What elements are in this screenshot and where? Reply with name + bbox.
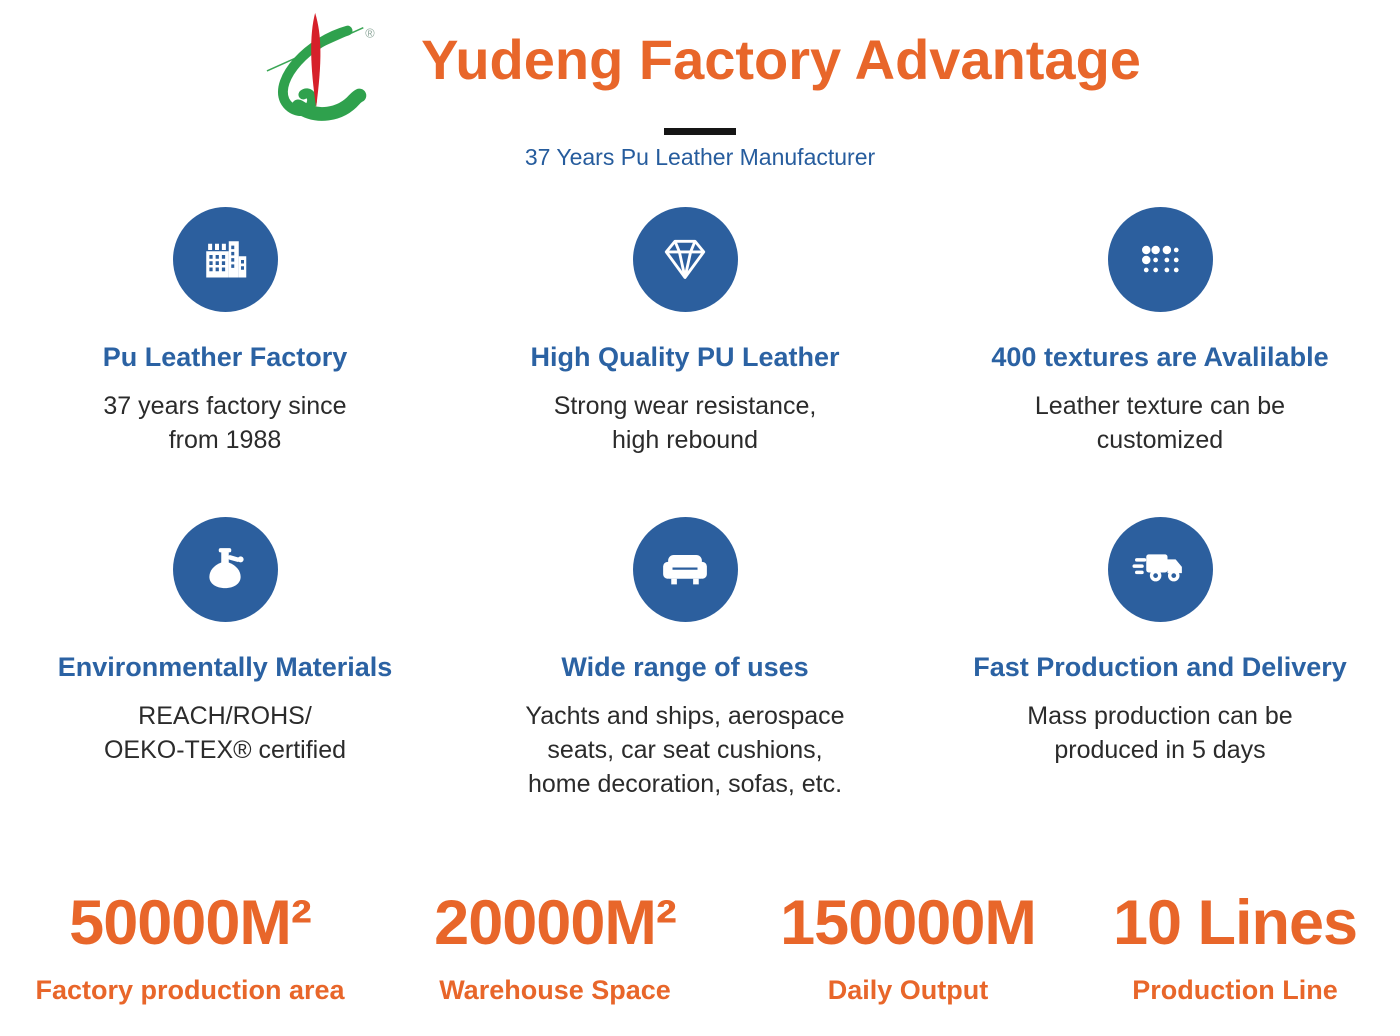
flask-icon <box>172 517 278 622</box>
sofa-icon <box>632 517 738 622</box>
delivery-truck-icon <box>1107 517 1213 622</box>
header: ® Yudeng Factory Advantage 37 Years Pu L… <box>0 0 1400 171</box>
feature-fast-delivery: Fast Production and Delivery Mass produc… <box>940 517 1380 801</box>
feature-grid: Pu Leather Factory 37 years factory sinc… <box>0 207 1400 801</box>
page-title: Yudeng Factory Advantage <box>421 28 1141 91</box>
texture-dots-icon <box>1107 207 1213 312</box>
feature-description: Strong wear resistance, high rebound <box>553 392 817 454</box>
feature-textures: 400 textures are Avalilable Leather text… <box>940 207 1380 457</box>
diamond-icon <box>632 207 738 312</box>
stat-value: 150000M <box>780 888 1037 958</box>
feature-title: Pu Leather Factory <box>102 342 348 372</box>
feature-title: 400 textures are Avalilable <box>991 342 1329 372</box>
page-subtitle: 37 Years Pu Leather Manufacturer <box>524 144 876 170</box>
stat-daily-output: 150000M Daily Output <box>730 887 1086 1006</box>
feature-wide-uses: Wide range of uses Yachts and ships, aer… <box>430 517 940 801</box>
stat-value: 20000M² <box>434 888 677 958</box>
stats-row: 50000M² Factory production area 20000M² … <box>0 887 1400 1006</box>
stat-value: 50000M² <box>69 888 312 958</box>
feature-high-quality: High Quality PU Leather Strong wear resi… <box>430 207 940 457</box>
stat-label: Production Line <box>1132 975 1338 1005</box>
stat-label: Factory production area <box>35 975 345 1005</box>
feature-title: High Quality PU Leather <box>530 342 840 372</box>
stat-warehouse-space: 20000M² Warehouse Space <box>380 887 730 1006</box>
feature-title: Wide range of uses <box>561 652 809 682</box>
registered-trademark-symbol: ® <box>365 26 375 41</box>
stat-factory-area: 50000M² Factory production area <box>0 887 380 1006</box>
title-divider <box>664 128 736 135</box>
factory-building-icon <box>172 207 278 312</box>
feature-description: Mass production can be produced in 5 day… <box>1027 702 1293 764</box>
feature-description: Leather texture can be customized <box>1034 392 1286 454</box>
feature-title: Environmentally Materials <box>57 652 393 682</box>
feature-pu-leather-factory: Pu Leather Factory 37 years factory sinc… <box>20 207 430 457</box>
stat-production-lines: 10 Lines Production Line <box>1086 887 1384 1006</box>
feature-description: Yachts and ships, aerospace seats, car s… <box>525 702 845 798</box>
feature-description: REACH/ROHS/ OEKO-TEX® certified <box>103 702 347 764</box>
feature-environmental: Environmentally Materials REACH/ROHS/ OE… <box>20 517 430 801</box>
feature-description: 37 years factory since from 1988 <box>103 392 347 454</box>
stat-value: 10 Lines <box>1112 888 1358 958</box>
stat-label: Warehouse Space <box>439 975 671 1005</box>
feature-title: Fast Production and Delivery <box>973 652 1347 682</box>
stat-label: Daily Output <box>827 975 989 1005</box>
company-logo: ® <box>266 12 375 121</box>
